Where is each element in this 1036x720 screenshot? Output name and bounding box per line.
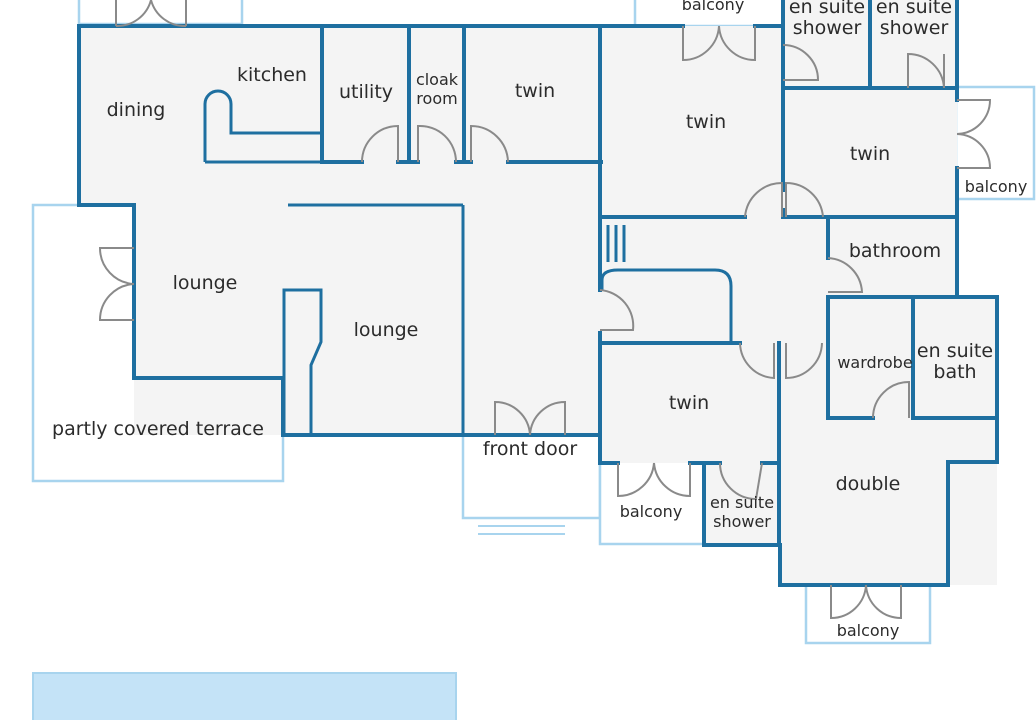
label-cloakroom-2: room	[416, 89, 457, 108]
label-lounge-2: lounge	[354, 319, 419, 341]
label-en-suite-bath-2: bath	[933, 361, 976, 383]
label-twin-1: twin	[515, 80, 555, 102]
room-labels: dining kitchen utility cloak room twin t…	[52, 0, 1027, 640]
label-dining: dining	[107, 99, 166, 121]
label-kitchen: kitchen	[237, 64, 307, 86]
label-shower-a-1: en suite	[789, 0, 865, 18]
entrance-area	[461, 428, 602, 520]
label-balcony-lower: balcony	[620, 502, 683, 521]
pool	[32, 672, 457, 720]
label-double: double	[836, 473, 901, 495]
label-balcony-right: balcony	[965, 177, 1028, 196]
label-bathroom: bathroom	[849, 240, 941, 262]
label-cloakroom-1: cloak	[416, 70, 459, 89]
label-twin-4: twin	[669, 392, 709, 414]
bottom-balcony-area	[804, 583, 932, 645]
label-balcony-top: balcony	[682, 0, 745, 14]
label-balcony-bottom: balcony	[837, 621, 900, 640]
label-lounge-1: lounge	[173, 272, 238, 294]
interior-floor	[79, 0, 997, 585]
label-shower-a-2: shower	[793, 17, 862, 39]
label-front-door: front door	[483, 438, 578, 460]
label-wardrobe: wardrobe	[837, 353, 912, 372]
label-shower-c-2: shower	[713, 512, 771, 531]
doors	[98, 0, 992, 620]
label-twin-3: twin	[850, 143, 890, 165]
label-en-suite-bath-1: en suite	[917, 340, 993, 362]
walls	[77, 0, 999, 587]
top-left-outdoor	[77, 0, 244, 26]
label-terrace: partly covered terrace	[52, 418, 264, 440]
right-balcony-area	[954, 85, 1036, 201]
label-shower-c-1: en suite	[710, 493, 774, 512]
label-shower-b-1: en suite	[876, 0, 952, 18]
label-shower-b-2: shower	[880, 17, 949, 39]
label-utility: utility	[339, 81, 393, 103]
label-twin-2: twin	[686, 111, 726, 133]
